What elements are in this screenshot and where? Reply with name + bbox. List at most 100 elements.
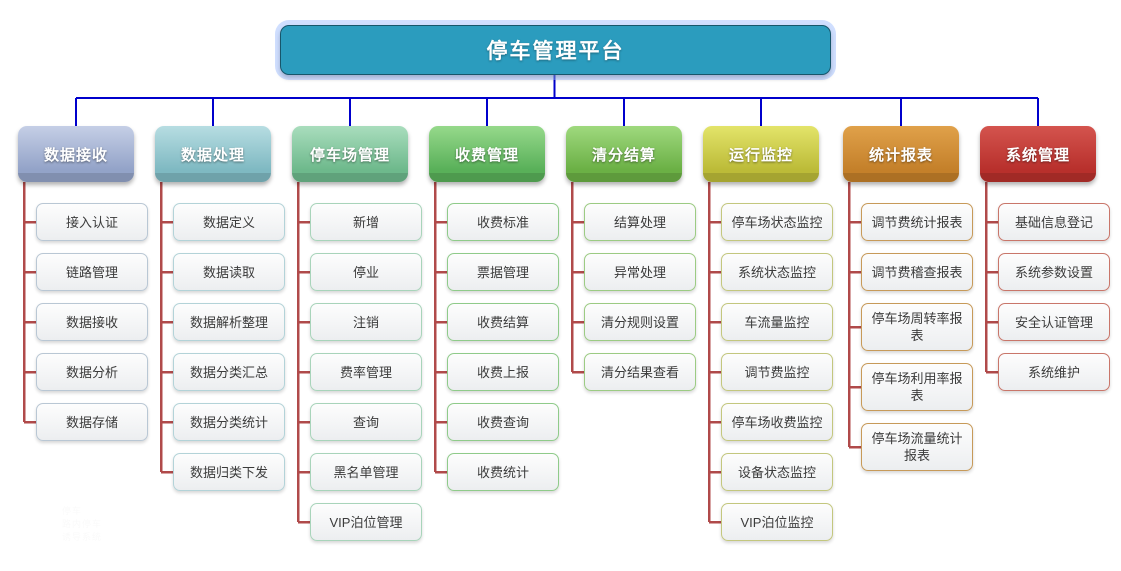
branch-header-parking-lot-management[interactable]: 停车场管理 (292, 126, 408, 182)
leaf-node-label: 查询 (352, 414, 379, 430)
leaf-node[interactable]: 停车场收费监控 (721, 403, 833, 441)
leaf-node-label: 基础信息登记 (1014, 214, 1093, 230)
leaf-node[interactable]: 数据读取 (173, 253, 285, 291)
leaf-node[interactable]: 费率管理 (310, 353, 422, 391)
leaf-node-label: 收费查询 (476, 414, 529, 430)
watermark-line-2: 路内停车 (62, 519, 103, 529)
leaf-node-label: 清分规则设置 (600, 314, 679, 330)
leaf-node[interactable]: 停车场状态监控 (721, 203, 833, 241)
leaf-node[interactable]: 停业 (310, 253, 422, 291)
leaf-node[interactable]: 停车场流量统计报表 (861, 423, 973, 471)
leaf-node-label: 系统参数设置 (1014, 264, 1093, 280)
leaf-node[interactable]: VIP泊位监控 (721, 503, 833, 541)
leaf-node-label: 停车场流量统计报表 (871, 431, 963, 463)
leaf-node[interactable]: 基础信息登记 (998, 203, 1110, 241)
branch-header-charging-management[interactable]: 收费管理 (429, 126, 545, 182)
leaf-node-label: 车流量监控 (744, 314, 810, 330)
leaf-node[interactable]: 清分规则设置 (584, 303, 696, 341)
leaf-node-label: 数据分析 (65, 364, 118, 380)
branch-header-system-management[interactable]: 系统管理 (980, 126, 1096, 182)
leaf-node-label: 票据管理 (476, 264, 529, 280)
branch-header-label: 停车场管理 (309, 146, 390, 164)
leaf-node-label: 数据归类下发 (189, 464, 268, 480)
leaf-node[interactable]: 调节费监控 (721, 353, 833, 391)
leaf-node[interactable]: 系统状态监控 (721, 253, 833, 291)
branch-header-data-reception[interactable]: 数据接收 (18, 126, 134, 182)
leaf-node-label: 系统状态监控 (737, 264, 816, 280)
leaf-node[interactable]: 数据定义 (173, 203, 285, 241)
root-node[interactable]: 停车管理平台 (280, 25, 831, 75)
leaf-node-label: 调节费稽查报表 (871, 264, 963, 280)
watermark-line-1: 停车 (62, 506, 83, 516)
leaf-node[interactable]: 数据归类下发 (173, 453, 285, 491)
leaf-node[interactable]: 收费标准 (447, 203, 559, 241)
leaf-node-label: 收费结算 (476, 314, 529, 330)
leaf-node-label: 安全认证管理 (1014, 314, 1093, 330)
leaf-node-label: 停车场周转率报表 (871, 311, 963, 343)
leaf-node-label: 收费统计 (476, 464, 529, 480)
leaf-node-label: 数据读取 (202, 264, 255, 280)
leaf-node-label: 注销 (352, 314, 379, 330)
leaf-node[interactable]: 数据接收 (36, 303, 148, 341)
leaf-node[interactable]: 查询 (310, 403, 422, 441)
branch-header-operation-monitoring[interactable]: 运行监控 (703, 126, 819, 182)
leaf-node[interactable]: 黑名单管理 (310, 453, 422, 491)
leaf-node-label: VIP泊位管理 (329, 514, 403, 530)
leaf-node[interactable]: 设备状态监控 (721, 453, 833, 491)
leaf-node-label: 新增 (352, 214, 379, 230)
leaf-node-label: 调节费监控 (744, 364, 810, 380)
leaf-node[interactable]: 新增 (310, 203, 422, 241)
leaf-node[interactable]: 异常处理 (584, 253, 696, 291)
watermark: 停车 路内停车 诱导系统 (62, 505, 102, 544)
leaf-node-label: 停车场利用率报表 (871, 371, 963, 403)
leaf-node-label: 收费上报 (476, 364, 529, 380)
leaf-node-label: 设备状态监控 (737, 464, 816, 480)
leaf-node[interactable]: 接入认证 (36, 203, 148, 241)
root-node-label: 停车管理平台 (486, 40, 625, 63)
leaf-node[interactable]: 数据解析整理 (173, 303, 285, 341)
leaf-node-label: 数据存储 (65, 414, 118, 430)
leaf-node-label: 收费标准 (476, 214, 529, 230)
branch-header-clearing-settlement[interactable]: 清分结算 (566, 126, 682, 182)
leaf-node-label: 黑名单管理 (333, 464, 399, 480)
leaf-node[interactable]: 注销 (310, 303, 422, 341)
leaf-node[interactable]: 车流量监控 (721, 303, 833, 341)
leaf-node-label: 结算处理 (613, 214, 666, 230)
leaf-node-label: 接入认证 (65, 214, 118, 230)
branch-header-label: 数据处理 (180, 146, 245, 164)
leaf-node[interactable]: 收费查询 (447, 403, 559, 441)
leaf-node[interactable]: 链路管理 (36, 253, 148, 291)
leaf-node[interactable]: 票据管理 (447, 253, 559, 291)
leaf-node[interactable]: 调节费统计报表 (861, 203, 973, 241)
branch-header-statistical-reports[interactable]: 统计报表 (843, 126, 959, 182)
leaf-node[interactable]: 收费上报 (447, 353, 559, 391)
leaf-node-label: 数据定义 (202, 214, 255, 230)
leaf-node[interactable]: 调节费稽查报表 (861, 253, 973, 291)
leaf-node[interactable]: 结算处理 (584, 203, 696, 241)
watermark-line-3: 诱导系统 (62, 532, 103, 542)
leaf-node[interactable]: VIP泊位管理 (310, 503, 422, 541)
leaf-node[interactable]: 停车场周转率报表 (861, 303, 973, 351)
leaf-node[interactable]: 数据存储 (36, 403, 148, 441)
leaf-node-label: 数据解析整理 (189, 314, 268, 330)
leaf-node[interactable]: 数据分类汇总 (173, 353, 285, 391)
branch-header-data-processing[interactable]: 数据处理 (155, 126, 271, 182)
branch-header-label: 系统管理 (1005, 146, 1070, 164)
leaf-node[interactable]: 系统维护 (998, 353, 1110, 391)
leaf-node[interactable]: 停车场利用率报表 (861, 363, 973, 411)
leaf-node[interactable]: 数据分类统计 (173, 403, 285, 441)
branch-header-label: 收费管理 (454, 146, 519, 164)
leaf-node[interactable]: 安全认证管理 (998, 303, 1110, 341)
leaf-node[interactable]: 数据分析 (36, 353, 148, 391)
leaf-node[interactable]: 清分结果查看 (584, 353, 696, 391)
leaf-node[interactable]: 系统参数设置 (998, 253, 1110, 291)
leaf-node-label: 停业 (352, 264, 379, 280)
leaf-node[interactable]: 收费结算 (447, 303, 559, 341)
leaf-node-label: 异常处理 (613, 264, 666, 280)
leaf-node[interactable]: 收费统计 (447, 453, 559, 491)
branch-header-label: 清分结算 (591, 146, 656, 164)
leaf-node-label: 数据接收 (65, 314, 118, 330)
leaf-node-label: 停车场状态监控 (731, 214, 823, 230)
